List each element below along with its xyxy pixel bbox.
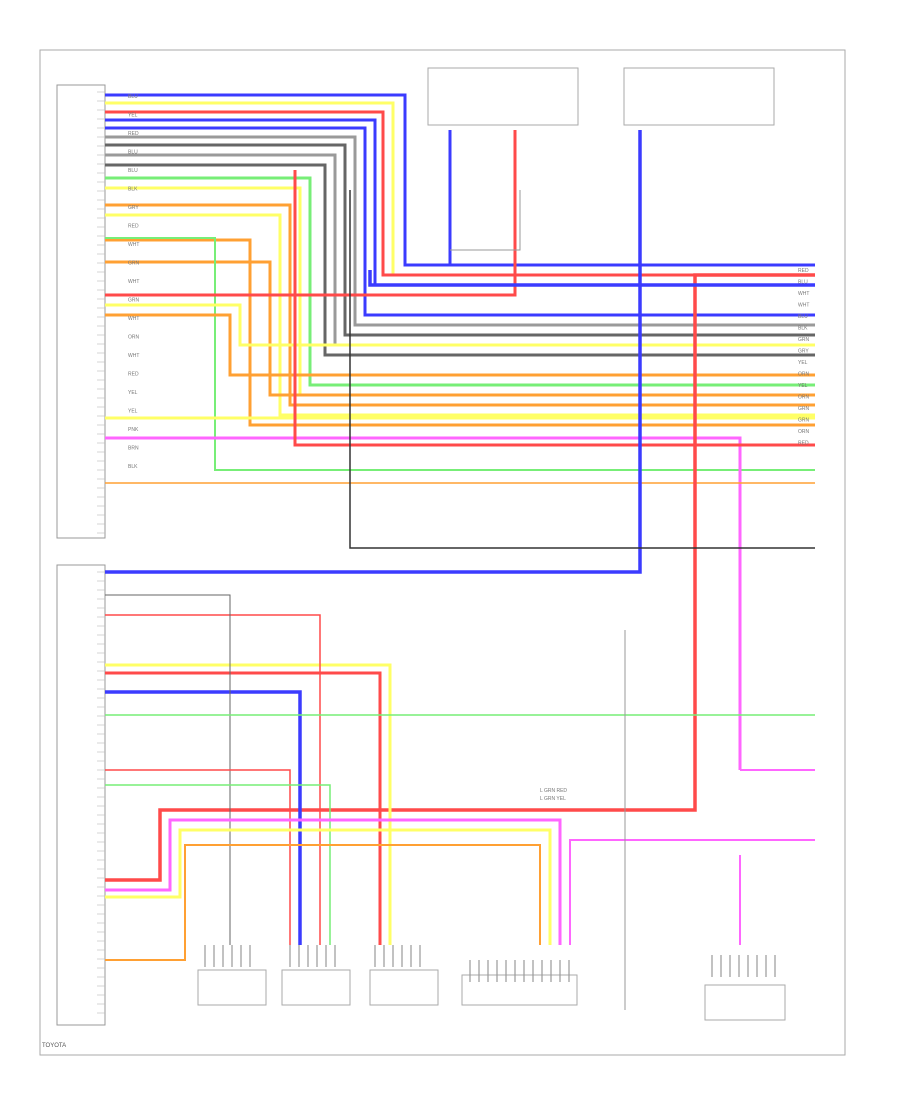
label-group: BLU YEL RED BLU BLU BLK GRY RED WHT GRN WHT GRN WHT O… xyxy=(128,94,810,470)
wire-group xyxy=(97,91,815,1014)
left-wire-code-1: YEL xyxy=(128,113,138,119)
top-connector-b xyxy=(623,67,775,126)
right-wire-code-3: WHT xyxy=(798,303,809,309)
bottom-connector-3 xyxy=(369,969,439,1006)
bottom-connector-1 xyxy=(197,969,267,1006)
wire-green-long xyxy=(105,237,815,471)
wire-blue-285 xyxy=(368,270,815,287)
left-wire-code-6: GRY xyxy=(128,205,139,211)
wire-yellow-lower xyxy=(105,663,392,945)
wire-red-to-connector-a xyxy=(105,130,517,297)
right-wire-code-7: GRY xyxy=(798,349,809,355)
left-wire-code-5: BLK xyxy=(128,187,138,193)
wire-red-770 xyxy=(105,769,291,945)
right-wire-code-2: WHT xyxy=(798,291,809,297)
left-wire-code-18: PNK xyxy=(128,427,139,433)
right-wire-code-15: RED xyxy=(798,441,809,447)
left-wire-code-0: BLU xyxy=(128,94,138,100)
left-wire-code-16: YEL xyxy=(128,390,138,396)
wire-black-548 xyxy=(349,190,815,549)
wire-blue-lower xyxy=(105,690,302,945)
left-wire-code-9: GRN xyxy=(128,261,140,267)
left-wire-code-15: RED xyxy=(128,372,139,378)
wire-pink-840 xyxy=(569,839,815,945)
wire-orange-mid xyxy=(105,313,815,377)
upper-wire-5 xyxy=(105,135,815,327)
left-module-lower xyxy=(56,564,106,1026)
left-wire-code-3: BLU xyxy=(128,150,138,156)
corner-label: TOYOTA xyxy=(42,1043,66,1049)
left-wire-code-8: WHT xyxy=(128,242,139,248)
upper-wire-11 xyxy=(105,203,815,407)
wire-gray-connector xyxy=(450,190,521,251)
right-wire-code-12: GRN xyxy=(798,406,810,412)
legend-line-2: L GRN YEL xyxy=(540,796,566,802)
wire-blue-572 xyxy=(105,130,642,574)
wire-red-lower xyxy=(105,671,382,945)
upper-wire-2 xyxy=(105,110,815,277)
right-wire-code-6: GRN xyxy=(798,337,810,343)
top-connector-a xyxy=(427,67,579,126)
right-wire-code-9: ORN xyxy=(798,372,810,378)
wire-green-785 xyxy=(105,784,331,945)
upper-wire-13 xyxy=(105,238,815,427)
wire-yellow-mid xyxy=(105,303,815,347)
right-wire-code-13: GRN xyxy=(798,418,810,424)
left-wire-code-11: GRN xyxy=(128,298,140,304)
bottom-connector-4 xyxy=(461,974,578,1006)
right-wire-code-14: ORN xyxy=(798,429,810,435)
left-wire-code-13: ORN xyxy=(128,335,140,341)
left-wire-code-19: BRN xyxy=(128,446,139,452)
right-wire-code-1: BLU xyxy=(798,280,808,286)
right-wire-code-5: BLK xyxy=(798,326,808,332)
legend-line-1: L GRN RED xyxy=(540,788,567,794)
left-wire-code-10: WHT xyxy=(128,279,139,285)
left-wire-code-14: WHT xyxy=(128,353,139,359)
left-wire-code-7: RED xyxy=(128,224,139,230)
left-wire-code-20: BLK xyxy=(128,464,138,470)
left-module-upper xyxy=(56,84,106,539)
wire-blue-to-connector-a xyxy=(403,95,452,267)
right-wire-code-0: RED xyxy=(798,268,809,274)
left-wire-code-12: WHT xyxy=(128,316,139,322)
upper-wire-8 xyxy=(105,163,815,357)
upper-wire-12 xyxy=(105,213,815,417)
wire-gray-lower xyxy=(105,594,231,945)
upper-wire-10 xyxy=(105,186,815,397)
right-wire-code-4: BLU xyxy=(798,314,808,320)
left-wire-code-17: YEL xyxy=(128,409,138,415)
left-wire-code-2: RED xyxy=(128,131,139,137)
bottom-connector-2 xyxy=(281,969,351,1006)
upper-wire-14 xyxy=(105,260,815,397)
wire-orange-845 xyxy=(105,844,541,961)
upper-wire-6 xyxy=(105,143,815,337)
diagram-frame xyxy=(39,49,846,1056)
bottom-connector-5 xyxy=(704,984,786,1021)
right-wire-code-11: ORN xyxy=(798,395,810,401)
wire-pink-438 xyxy=(105,436,742,770)
wire-red-thin-lower xyxy=(105,614,321,945)
right-wire-code-8: YEL xyxy=(798,360,808,366)
left-wire-code-4: BLU xyxy=(128,168,138,174)
upper-wire-4 xyxy=(105,126,815,317)
upper-wire-9 xyxy=(105,176,815,387)
wire-red-main xyxy=(105,273,815,882)
wire-yellow-830 xyxy=(105,828,552,945)
right-wire-code-10: YEL xyxy=(798,383,808,389)
wire-pink-lower xyxy=(105,818,562,945)
